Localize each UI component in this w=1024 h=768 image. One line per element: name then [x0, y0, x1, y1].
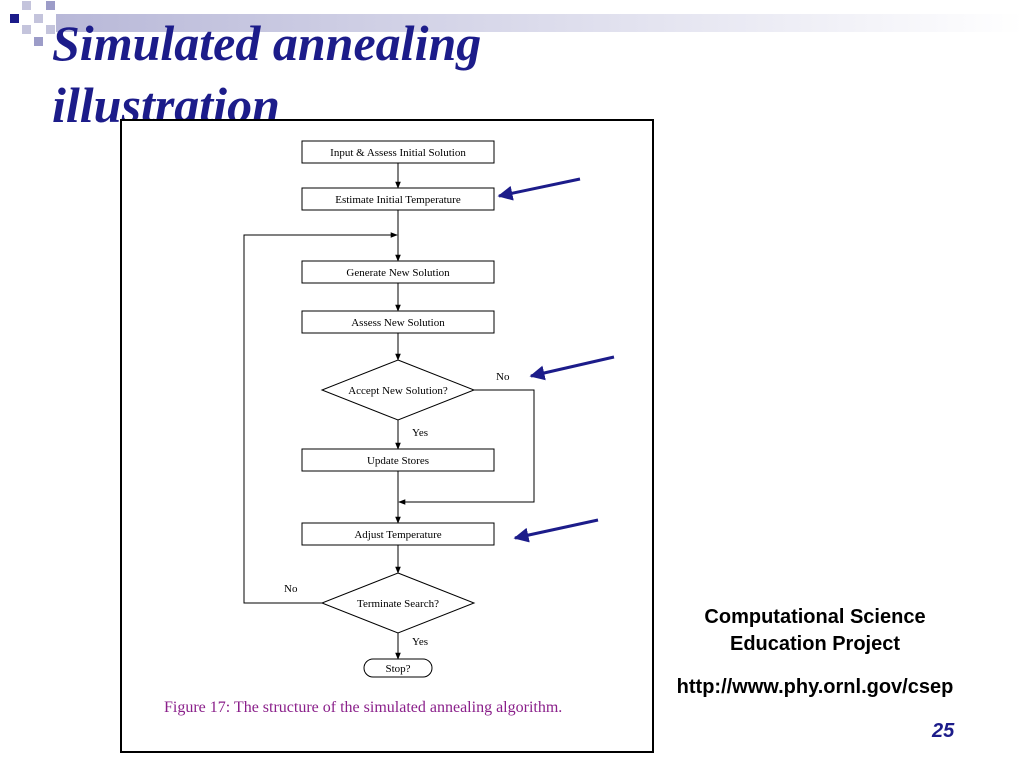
- decor-square: [10, 14, 19, 23]
- step-generate-label: Generate New Solution: [346, 267, 450, 279]
- page-number: 25: [932, 720, 955, 742]
- credit-url[interactable]: http://www.phy.ornl.gov/csep: [676, 676, 954, 698]
- flowchart-diagram: Input & Assess Initial Solution Estimate…: [243, 140, 535, 678]
- slide-title-line1: Simulated annealing: [52, 15, 482, 71]
- decision-accept-label: Accept New Solution?: [348, 385, 448, 397]
- decor-square: [22, 25, 31, 34]
- figure-caption: Figure 17: The structure of the simulate…: [164, 699, 563, 716]
- terminate-yes-label: Yes: [412, 636, 428, 648]
- decor-square: [46, 1, 55, 10]
- step-update-label: Update Stores: [367, 455, 429, 467]
- step-stop-label: Stop?: [385, 663, 410, 675]
- flowchart-figure: Input & Assess Initial Solution Estimate…: [120, 119, 654, 753]
- decor-square: [34, 14, 43, 23]
- decision-terminate-label: Terminate Search?: [357, 598, 439, 610]
- step-adjust-label: Adjust Temperature: [354, 529, 441, 541]
- credit-line1: Computational Science: [704, 606, 926, 628]
- slide-title: Simulated annealing illustration: [52, 12, 481, 136]
- credit-line2: Education Project: [729, 633, 901, 655]
- terminate-no-label: No: [284, 583, 298, 595]
- accept-no-label: No: [496, 371, 510, 383]
- step-input-label: Input & Assess Initial Solution: [330, 147, 466, 159]
- decor-square: [22, 1, 31, 10]
- flow-connectors: [243, 163, 535, 660]
- step-assess-label: Assess New Solution: [351, 317, 445, 329]
- decor-square: [34, 37, 43, 46]
- step-estimate-label: Estimate Initial Temperature: [335, 194, 461, 206]
- accept-yes-label: Yes: [412, 427, 428, 439]
